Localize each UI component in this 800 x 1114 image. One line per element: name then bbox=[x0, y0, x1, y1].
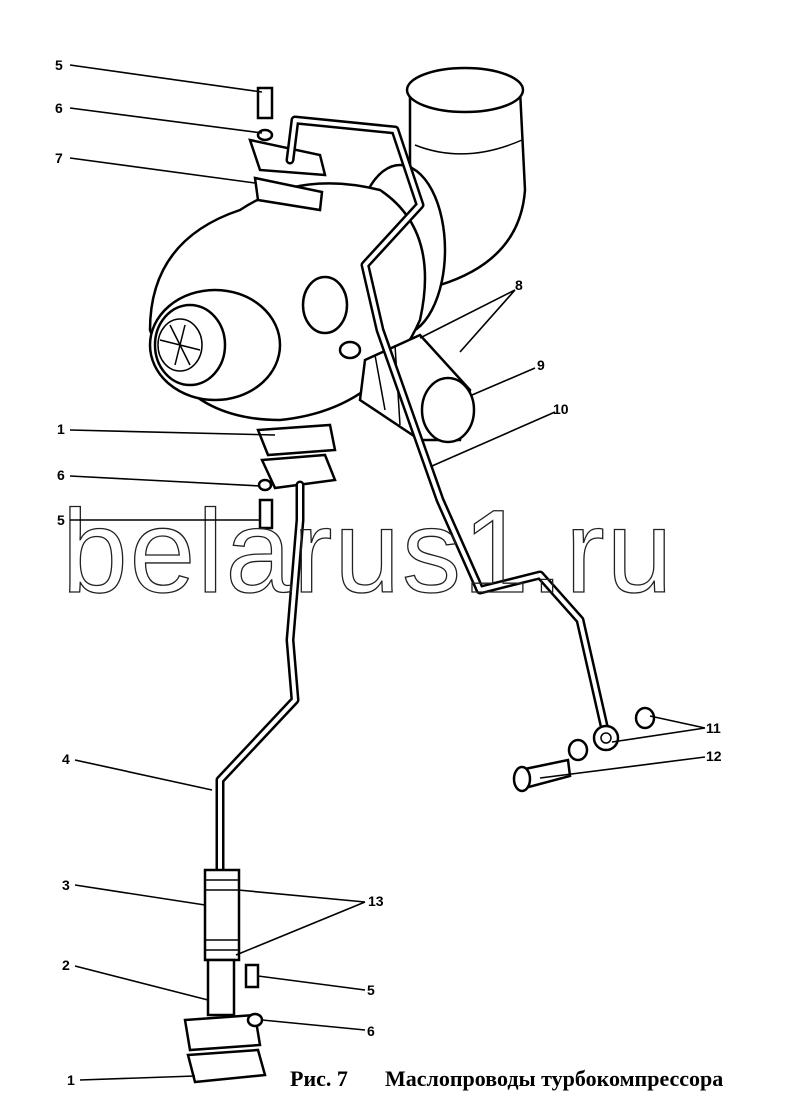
callout-5: 5 bbox=[55, 57, 63, 73]
oil-supply-pipe bbox=[285, 115, 656, 793]
figure-number: Рис. 7 bbox=[290, 1066, 348, 1091]
callout-9: 9 bbox=[537, 357, 545, 373]
callout-7: 7 bbox=[55, 150, 63, 166]
callouts: 5 6 7 8 9 10 1 6 5 4 11 12 3 13 2 5 6 1 bbox=[55, 57, 722, 1088]
callout-1: 1 bbox=[57, 421, 65, 437]
callout-5c: 5 bbox=[367, 982, 375, 998]
turbocharger-body bbox=[148, 163, 447, 422]
leader-lines bbox=[69, 64, 706, 1081]
callout-10: 10 bbox=[553, 401, 569, 417]
callout-13: 13 bbox=[368, 893, 384, 909]
callout-11: 11 bbox=[706, 720, 721, 736]
oil-drain-pipe bbox=[183, 423, 337, 1084]
callout-3: 3 bbox=[62, 877, 70, 893]
callout-8: 8 bbox=[515, 277, 523, 293]
figure-caption: Маслопроводы турбокомпрессора bbox=[385, 1066, 723, 1091]
callout-12: 12 bbox=[706, 748, 722, 764]
callout-6c: 6 bbox=[367, 1023, 375, 1039]
callout-6: 6 bbox=[55, 100, 63, 116]
callout-4: 4 bbox=[62, 751, 70, 767]
callout-6b: 6 bbox=[57, 467, 65, 483]
callout-1b: 1 bbox=[67, 1072, 75, 1088]
callout-5b: 5 bbox=[57, 512, 65, 528]
watermark: belarus1.ru bbox=[62, 486, 674, 618]
callout-2: 2 bbox=[62, 957, 70, 973]
